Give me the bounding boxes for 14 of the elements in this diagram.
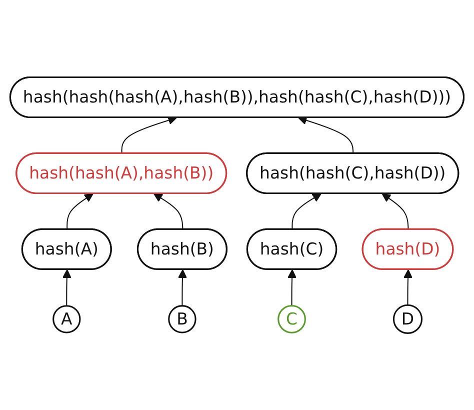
arrow — [121, 116, 177, 154]
arrow — [288, 269, 297, 306]
arrow — [382, 193, 409, 230]
arrow — [404, 269, 413, 305]
node-circle: C — [278, 304, 306, 334]
node-circle: A — [52, 304, 81, 334]
arrow — [178, 269, 187, 306]
arrow — [298, 116, 354, 154]
arrow — [66, 193, 94, 230]
node-circle: B — [168, 304, 196, 334]
node-circle: D — [392, 304, 423, 334]
arrow — [292, 193, 322, 230]
arrow — [62, 269, 72, 306]
arrow — [154, 193, 184, 230]
